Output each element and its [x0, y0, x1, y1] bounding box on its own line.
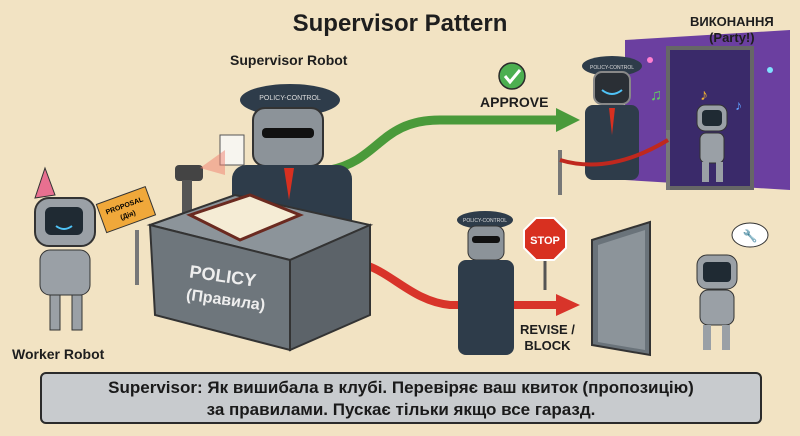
execution-title: ВИКОНАННЯ [690, 14, 774, 29]
caption-box: Supervisor: Як вишибала в клубі. Перевір… [40, 372, 762, 424]
reject-arrowhead [556, 294, 580, 316]
worker-label: Worker Robot [12, 346, 105, 362]
hat-text: POLICY-CONTROL [590, 65, 634, 71]
svg-text:POLICY-CONTROL: POLICY-CONTROL [259, 95, 321, 102]
closed-door [591, 220, 651, 357]
sad-robot: 🔧 [696, 222, 769, 350]
svg-text:♪: ♪ [735, 97, 742, 113]
svg-text:STOP: STOP [530, 235, 560, 247]
policy-desk: POLICY (Правила) [146, 193, 374, 352]
svg-text:♪: ♪ [700, 87, 708, 104]
execution-subtitle: (Party!) [709, 30, 755, 45]
caption-line-2: за правилами. Пускає тільки якщо все гар… [206, 400, 596, 419]
proposal-ticket: PROPOSAL (Дія) [95, 186, 157, 234]
svg-text:POLICY-CONTROL: POLICY-CONTROL [463, 218, 507, 224]
execution-label: ВИКОНАННЯ (Party!) [690, 14, 774, 46]
block-text: BLOCK [524, 338, 571, 353]
party-robot [696, 104, 728, 182]
caption-line-1: Supervisor: Як вишибала в клубі. Перевір… [108, 378, 694, 397]
svg-text:🔧: 🔧 [743, 228, 758, 243]
worker-robot [34, 166, 96, 331]
check-icon [498, 62, 526, 90]
approve-arrowhead [556, 108, 580, 132]
supervisor-label: Supervisor Robot [230, 52, 348, 68]
stop-sign: STOP [523, 217, 567, 290]
bouncer-robot-approve: POLICY-CONTROL [558, 56, 670, 195]
approve-label: APPROVE [480, 94, 549, 110]
approve-arrow [329, 115, 560, 175]
bouncer-robot-reject: POLICY-CONTROL [457, 211, 514, 355]
svg-text:♫: ♫ [650, 87, 662, 104]
page-title: Supervisor Pattern [292, 10, 508, 37]
barcode-scanner [175, 150, 225, 220]
revise-block-label: REVISE / BLOCK [520, 322, 575, 354]
revise-text: REVISE / [520, 322, 575, 337]
